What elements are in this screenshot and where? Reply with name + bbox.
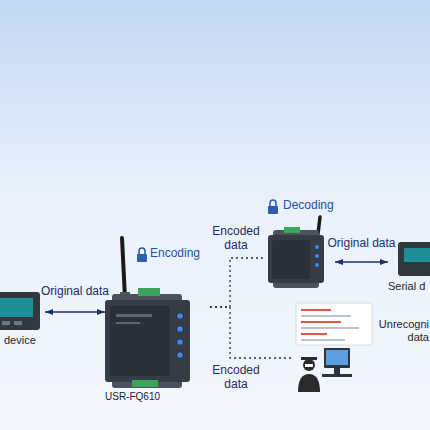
garbled-line — [301, 333, 327, 335]
led — [177, 352, 182, 357]
label-anchor: Encoded data — [207, 363, 265, 391]
terminal-block — [138, 288, 160, 296]
device-body — [0, 292, 40, 330]
antenna — [122, 238, 125, 298]
attacker-station: Unrecogni data — [292, 300, 429, 398]
monitor-stand — [334, 368, 340, 374]
garbled-line — [301, 309, 331, 311]
device-body — [398, 242, 430, 276]
lock-shackle — [270, 200, 276, 206]
encrypted-link — [210, 307, 292, 358]
encoder-device: EncodingUSR-FQ610 — [105, 246, 210, 403]
terminal-block — [132, 380, 158, 387]
led — [315, 254, 319, 258]
hacker-head — [303, 359, 315, 371]
led — [315, 263, 319, 267]
panel-marking — [116, 314, 152, 317]
device-body — [105, 300, 190, 382]
keyboard — [322, 374, 352, 377]
label-anchor: Original data — [41, 284, 109, 298]
monitor-screen — [326, 350, 348, 365]
hacker-mask — [305, 364, 313, 367]
decoder-device: Decoding — [265, 198, 335, 290]
encrypted-link — [210, 258, 265, 307]
model-label: USR-FQ610 — [105, 391, 160, 403]
garbled-line — [301, 315, 351, 317]
led — [315, 245, 319, 249]
front-panel — [110, 306, 170, 376]
device-button — [2, 321, 10, 325]
panel-marking — [116, 322, 140, 324]
lock-shackle — [139, 248, 145, 254]
front-panel — [272, 240, 310, 279]
hacker-body — [298, 374, 320, 392]
process-label: Decoding — [283, 198, 334, 212]
label-anchor: Encoded data — [207, 224, 265, 252]
device-screen — [0, 298, 33, 317]
garbled-line — [301, 327, 359, 329]
label-anchor: Original data — [327, 236, 395, 250]
serial-device: device — [0, 288, 45, 347]
device-label: Serial d — [388, 279, 425, 293]
led — [177, 313, 182, 318]
edge-label: Encoded data — [207, 363, 265, 391]
device-label: device — [4, 333, 36, 347]
edge-label: Encoded data — [207, 224, 265, 252]
lock-icon — [137, 254, 147, 262]
data-arrow — [45, 311, 105, 312]
device-body — [268, 235, 324, 283]
hacker-hat — [301, 357, 317, 360]
terminal-block — [284, 227, 300, 233]
edge-label: Original data — [327, 236, 395, 250]
data-arrow — [335, 261, 388, 262]
led — [177, 326, 182, 331]
device-screen — [404, 248, 430, 262]
device-button — [14, 321, 22, 325]
led — [177, 339, 182, 344]
data-panel — [296, 303, 372, 345]
status-label: Unrecogni data — [375, 318, 429, 344]
process-label: Encoding — [150, 246, 200, 260]
garbled-line — [301, 339, 345, 341]
lock-icon — [268, 206, 278, 214]
garbled-line — [301, 321, 341, 323]
edge-label: Original data — [41, 284, 109, 298]
monitor — [324, 348, 350, 368]
